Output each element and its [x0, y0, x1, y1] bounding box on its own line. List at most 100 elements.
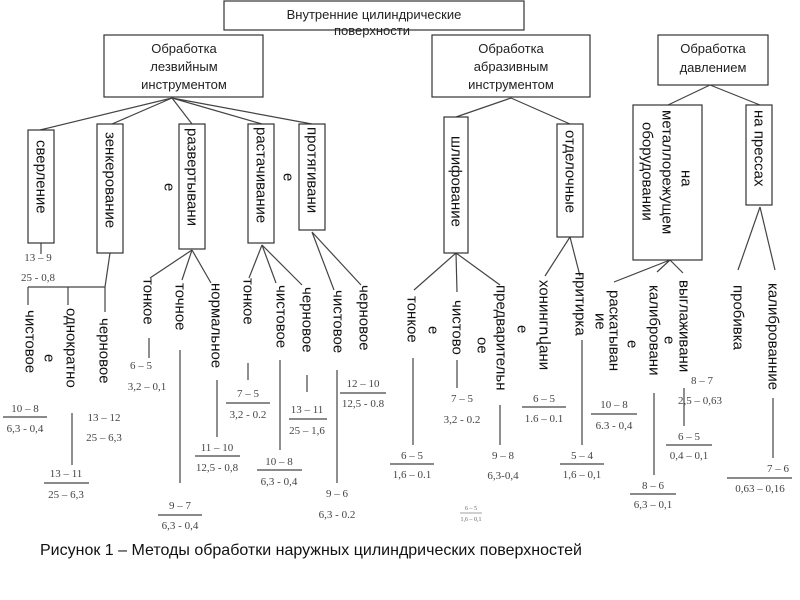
leaf-label: черновое: [96, 318, 113, 384]
group-abrasive-line: инструментом: [468, 77, 554, 92]
leaf-label: калиброванние: [765, 283, 782, 390]
leaf-pr-kalib: калиброванние 7 – 6 0,63 – 0,16: [727, 283, 792, 495]
value-roughness: 6,3 - 0,4: [261, 476, 298, 488]
leaf-label: тонкое: [240, 278, 257, 325]
value-quality: 8 – 6: [642, 480, 665, 492]
leaf-ra-chern: черновое 13 – 11 25 – 1,6: [289, 287, 327, 437]
value-quality: 7 – 5: [237, 388, 260, 400]
leaf-o-hon: хонингովани е 6 – 5 1.6 – 0.1: [514, 280, 566, 425]
value-roughness: 0,4 – 0,1: [670, 450, 709, 462]
value-quality: 13 – 9: [24, 252, 52, 264]
value-roughness: 12,5 - 0,8: [196, 462, 239, 474]
method-box-boring: [247, 123, 275, 244]
leaf-label: черновое: [356, 285, 373, 351]
leaf-label: нормальное: [208, 283, 225, 368]
leaf-z-chern: черновое 13 – 12 25 – 6,3: [86, 318, 122, 444]
value-roughness: 3,2 – 0,1: [128, 381, 167, 393]
value-quality: 6 – 5: [401, 450, 424, 462]
leaf-label: притирка: [572, 272, 589, 336]
leaf-label: чистово: [449, 300, 466, 355]
leaf-suffix: е: [514, 325, 531, 333]
leaf-suffix: е: [425, 326, 442, 334]
leaf-m-rask: раскатыван е 10 – 8 6.3 - 0,4: [591, 290, 641, 432]
leaf-label: черновое: [299, 287, 316, 353]
leaf-suffix: ие: [592, 313, 609, 330]
leaf-suffix: е: [661, 336, 678, 344]
leaf-r-norm: нормальное 11 – 10 12,5 - 0,8: [195, 283, 240, 474]
value-quality: 12 – 10: [347, 378, 381, 390]
leaf-m-kalib: калибровани е 8 – 6 6,3 – 0,1: [630, 285, 678, 511]
method-boring: растачивание: [253, 127, 270, 223]
method-box-machine-tools: [632, 104, 703, 261]
method-box-finishing: [556, 123, 584, 238]
value-quality: 5 – 4: [571, 450, 594, 462]
group-pressure-line: Обработка: [680, 41, 746, 56]
value-roughness: 25 – 6,3: [48, 489, 84, 501]
method-machine-tools-line: на: [678, 170, 695, 187]
leaf-label: хонингովани: [536, 280, 553, 370]
group-box-abrasive: [431, 34, 591, 98]
value-roughness: 2,5 – 0,63: [678, 395, 723, 407]
value-quality: 10 – 8: [11, 403, 39, 415]
leaf-p-chist: чистовое 9 – 6 6,3 - 0.2: [319, 290, 356, 521]
value-roughness: 25 – 1,6: [289, 425, 325, 437]
group-abrasive-line: абразивным: [474, 59, 549, 74]
leaf-label: тонкое: [404, 296, 421, 343]
leaf-label: тонкое: [140, 278, 157, 325]
method-box-drilling: [27, 129, 55, 244]
method-box-grinding: [443, 116, 469, 254]
leaf-s-pred: предварительн ое 9 – 8 6,3-0,4: [474, 285, 520, 482]
method-presses: на прессах: [751, 110, 768, 187]
group-blade-line: лезвийным: [150, 59, 217, 74]
method-broaching: протягивани: [304, 127, 321, 213]
leaf-label: пробивка: [730, 285, 747, 351]
figure-caption: Рисунок 1 – Методы обработки наружных ци…: [40, 542, 582, 559]
value-quality: 11 – 10: [201, 442, 234, 454]
value-quality: 13 – 11: [291, 404, 324, 416]
value-roughness: 3,2 - 0.2: [230, 409, 267, 421]
method-countersinking: зенкерование: [102, 132, 119, 228]
group-abrasive-line: Обработка: [478, 41, 544, 56]
method-box-broaching: [298, 123, 326, 231]
leaf-p-chern: черновое 12 – 10 12,5 - 0.8: [340, 285, 386, 410]
value-roughness: 6,3 - 0,4: [7, 423, 44, 435]
value-roughness: 1,6 – 0,1: [461, 517, 482, 523]
value-roughness: 3,2 - 0.2: [444, 414, 481, 426]
method-reaming: развертывани: [184, 128, 201, 226]
group-box-pressure: [657, 34, 769, 86]
method-box-countersinking: [96, 123, 124, 254]
value-quality: 10 – 8: [265, 456, 293, 468]
value-quality: 7 – 6: [767, 463, 790, 475]
leaf-label: чистовое: [330, 290, 347, 353]
method-box-presses: [745, 104, 773, 206]
value-quality: 9 – 7: [169, 500, 192, 512]
leaf-label: чистовое: [22, 310, 39, 373]
value-quality: 13 – 12: [88, 412, 121, 424]
method-grinding: шлифование: [448, 136, 465, 227]
group-pressure-line: давлением: [680, 60, 747, 75]
leaf-label: чистовое: [273, 285, 290, 348]
leaf-ra-chist: чистовое 10 – 8 6,3 - 0,4: [257, 285, 302, 488]
leaf-z-odno: однократно е 13 – 11 25 – 6,3: [41, 308, 89, 501]
leaf-label: раскатыван: [606, 290, 623, 371]
value-roughness: 1,6 – 0.1: [393, 469, 432, 481]
method-machine-tools-line: оборудовании: [639, 122, 656, 221]
root-box: [223, 0, 525, 31]
connectors: [27, 84, 776, 483]
method-machine-tools-line: металлорежущем: [659, 110, 676, 234]
method-box-reaming: [178, 123, 206, 250]
leaf-r-tonk: тонкое 6 – 5 3,2 – 0,1: [128, 278, 167, 393]
leaf-label: точное: [172, 283, 189, 331]
leaf-ra-tonk: тонкое 7 – 5 3,2 - 0.2: [226, 278, 270, 421]
leaf-m-vygl: выглаживани 6 – 5 0,4 – 0,1: [666, 280, 712, 462]
leaf-pr-prob: пробивка 8 – 7 2,5 – 0,63: [678, 285, 747, 407]
value-quality: 7 – 5: [451, 393, 474, 405]
group-box-blade: [103, 34, 264, 98]
method-finishing: отделочные: [562, 130, 579, 213]
value-roughness: 1.6 – 0.1: [525, 413, 564, 425]
value-quality: 6 – 5: [465, 506, 477, 512]
value-roughness: 12,5 - 0.8: [342, 398, 385, 410]
value-roughness: 1,6 – 0,1: [563, 469, 602, 481]
value-quality: 6 – 5: [678, 431, 701, 443]
